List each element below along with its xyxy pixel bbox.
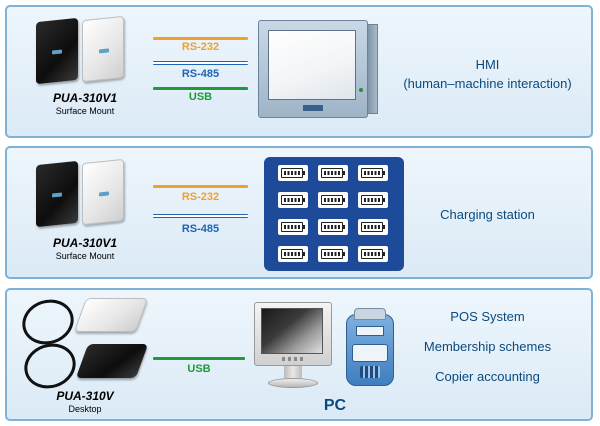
black-desktop-reader-icon [75,344,149,378]
pc-monitor-icon [254,302,332,402]
battery-icon [318,219,348,235]
rs232-label: RS-232 [181,191,220,203]
battery-icon [278,192,308,208]
rs232-label: RS-232 [181,41,220,53]
model-name: PUA-310V1 [52,236,118,250]
mount-type: Desktop [68,404,102,414]
model-name: PUA-310V1 [52,91,118,105]
battery-icon [278,219,308,235]
black-reader-icon [36,160,78,228]
pos-terminal-icon [346,308,394,386]
rs232-line [153,37,248,40]
battery-icon [358,192,388,208]
target-copier: Copier accounting [435,369,540,384]
charging-station-icon [264,157,404,271]
mount-type: Surface Mount [55,106,115,116]
rs485-line [153,61,248,65]
rs485-line [153,214,248,218]
black-reader-icon [36,17,78,85]
rs485-label: RS-485 [181,68,220,80]
usb-line [153,87,248,90]
white-reader-icon [82,15,124,83]
target-hmi: HMI [475,57,500,72]
hmi-panel-icon [258,20,378,118]
rs232-line [153,185,248,188]
white-desktop-reader-icon [73,298,149,332]
battery-icon [358,219,388,235]
model-name: PUA-310V [56,389,114,403]
target-hmi-detail: (human–machine interaction) [403,76,572,91]
usb-label: USB [187,363,211,375]
pc-label: PC [323,397,347,414]
battery-icon [318,246,348,262]
battery-icon [318,165,348,181]
white-reader-icon [82,158,124,226]
usb-line [153,357,245,360]
target-membership: Membership schemes [423,339,552,354]
target-charging-station: Charging station [440,207,535,222]
usb-label: USB [188,91,213,103]
battery-icon [358,165,388,181]
rs485-label: RS-485 [181,223,220,235]
battery-icon [278,246,308,262]
battery-icon [318,192,348,208]
battery-icon [278,165,308,181]
battery-icon [358,246,388,262]
target-pos-system: POS System [450,309,525,324]
mount-type: Surface Mount [55,251,115,261]
